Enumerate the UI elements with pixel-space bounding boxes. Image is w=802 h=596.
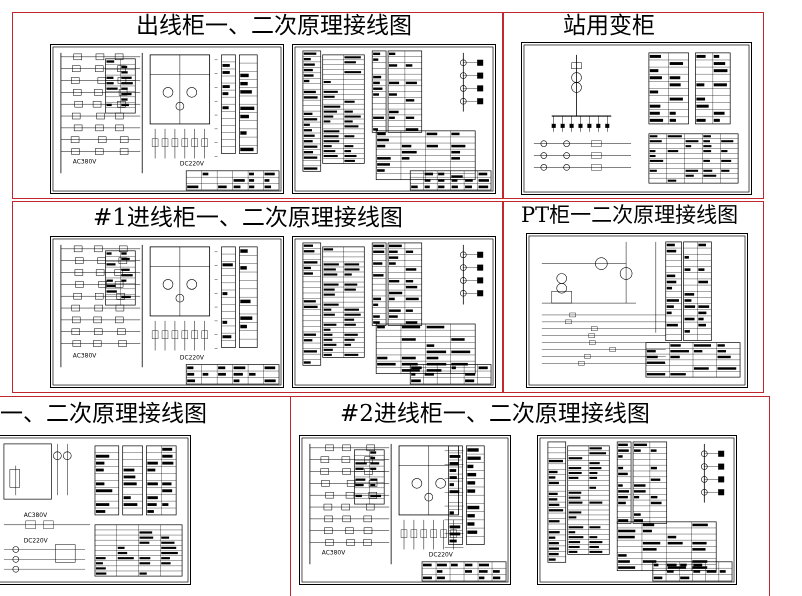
- panel-incoming-2[interactable]: #2进线柜一、二次原理接线图 AC380V DC220V: [290, 396, 770, 596]
- panel-title: PT柜一二次原理接线图: [521, 203, 739, 227]
- svg-text:DC220V: DC220V: [24, 539, 48, 545]
- schematic-sheet-primary[interactable]: AC380V DC220V: [50, 44, 284, 194]
- panel-pt-cabinet[interactable]: PT柜一二次原理接线图: [503, 201, 764, 393]
- panel-title: #2进线柜一、二次原理接线图: [340, 401, 650, 427]
- schematic-sheet-secondary[interactable]: [537, 435, 737, 585]
- schematic-sheet-primary[interactable]: [521, 42, 752, 195]
- schematic-sheet-secondary[interactable]: [292, 236, 496, 388]
- svg-text:AC380V: AC380V: [24, 513, 47, 519]
- panel-partial-cabinet[interactable]: 一、二次原理接线图 AC380V DC220V: [0, 396, 290, 596]
- panel-outgoing-cabinet[interactable]: 出线柜一、二次原理接线图 AC380V DC220V: [12, 12, 503, 199]
- schematic-sheet-primary[interactable]: AC380V DC220V: [50, 236, 284, 388]
- schematic-sheet-primary[interactable]: [526, 233, 748, 388]
- panel-title: #1进线柜一、二次原理接线图: [93, 205, 403, 231]
- panel-incoming-1[interactable]: #1进线柜一、二次原理接线图 AC380V DC220V: [12, 201, 503, 393]
- schematic-sheet-secondary[interactable]: [292, 44, 496, 194]
- schematic-sheet-primary[interactable]: AC380V DC220V: [0, 435, 191, 585]
- panel-title: 出线柜一、二次原理接线图: [136, 13, 412, 39]
- svg-text:AC380V: AC380V: [73, 158, 96, 165]
- schematic-sheet-primary[interactable]: AC380V DC220V: [299, 435, 511, 585]
- svg-text:DC220V: DC220V: [180, 354, 204, 361]
- svg-text:AC380V: AC380V: [73, 352, 96, 359]
- panel-station-transformer[interactable]: 站用变柜: [503, 12, 764, 199]
- svg-text:AC380V: AC380V: [322, 549, 345, 556]
- panel-title: 一、二次原理接线图: [0, 401, 207, 427]
- panel-title: 站用变柜: [563, 13, 655, 39]
- svg-text:DC220V: DC220V: [180, 160, 204, 167]
- svg-text:DC220V: DC220V: [429, 551, 453, 558]
